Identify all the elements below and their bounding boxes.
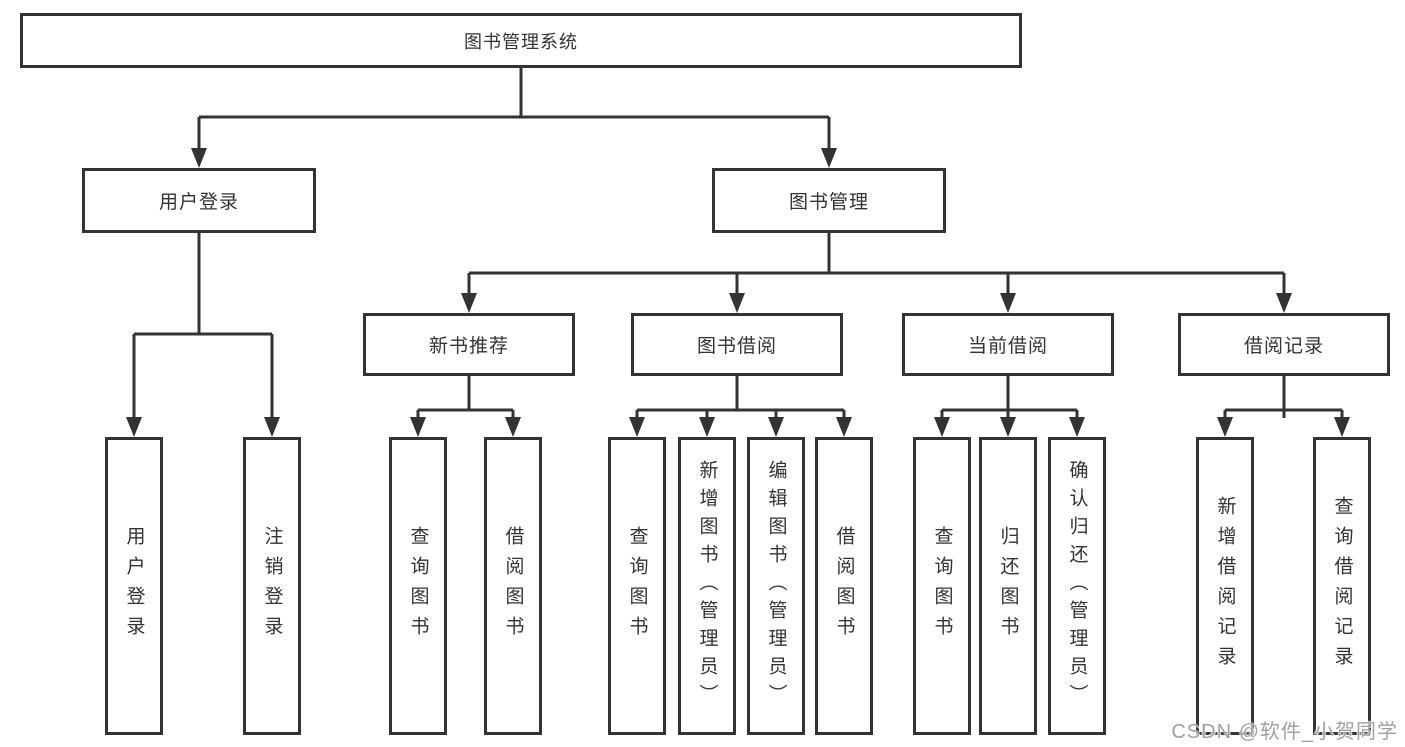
- leaf-confirm-return-admin: 确认归还（管理员）: [1048, 437, 1106, 735]
- node-book-management-label: 图书管理: [788, 192, 869, 213]
- leaf-confirm-return-admin-label: 确认归还（管理员）: [1066, 460, 1088, 712]
- watermark: CSDN @软件_小贺同学: [1171, 721, 1398, 743]
- leaf-query-books-recommend-label: 查询图书: [407, 526, 429, 646]
- node-book-borrowing: 图书借阅: [631, 313, 843, 376]
- leaf-add-borrow-record: 新增借阅记录: [1196, 437, 1254, 735]
- leaf-logout: 注销登录: [243, 437, 301, 735]
- node-borrowing-records: 借阅记录: [1178, 313, 1390, 376]
- node-user-login-label: 用户登录: [158, 192, 239, 213]
- leaf-borrow-books-recommend: 借阅图书: [484, 437, 542, 735]
- node-root-system: 图书管理系统: [20, 13, 1022, 68]
- node-new-book-recommend-label: 新书推荐: [428, 336, 509, 357]
- leaf-logout-label: 注销登录: [261, 526, 283, 646]
- node-user-login: 用户登录: [82, 168, 316, 233]
- leaf-borrow-books-borrowing: 借阅图书: [815, 437, 873, 735]
- node-new-book-recommend: 新书推荐: [363, 313, 575, 376]
- leaf-query-books-borrowing: 查询图书: [608, 437, 666, 735]
- node-current-borrowing-label: 当前借阅: [967, 336, 1048, 357]
- leaf-borrow-books-borrowing-label: 借阅图书: [833, 526, 855, 646]
- node-root-system-label: 图书管理系统: [464, 31, 578, 52]
- node-book-management: 图书管理: [712, 168, 946, 233]
- leaf-query-books-borrowing-label: 查询图书: [626, 526, 648, 646]
- leaf-return-book: 归还图书: [979, 437, 1037, 735]
- leaf-borrow-books-recommend-label: 借阅图书: [502, 526, 524, 646]
- leaf-return-book-label: 归还图书: [997, 526, 1019, 646]
- leaf-edit-book-admin: 编辑图书（管理员）: [747, 437, 805, 735]
- leaf-user-login: 用户登录: [105, 437, 163, 735]
- node-borrowing-records-label: 借阅记录: [1243, 336, 1324, 357]
- leaf-edit-book-admin-label: 编辑图书（管理员）: [765, 460, 787, 712]
- leaf-query-books-recommend: 查询图书: [389, 437, 447, 735]
- node-current-borrowing: 当前借阅: [902, 313, 1114, 376]
- leaf-query-borrow-record: 查询借阅记录: [1313, 437, 1371, 735]
- leaf-add-book-admin: 新增图书（管理员）: [678, 437, 736, 735]
- leaf-query-borrow-record-label: 查询借阅记录: [1331, 496, 1353, 676]
- node-book-borrowing-label: 图书借阅: [696, 336, 777, 357]
- leaf-query-books-current-label: 查询图书: [931, 526, 953, 646]
- leaf-user-login-label: 用户登录: [123, 526, 145, 646]
- leaf-add-borrow-record-label: 新增借阅记录: [1214, 496, 1236, 676]
- leaf-query-books-current: 查询图书: [913, 437, 971, 735]
- leaf-add-book-admin-label: 新增图书（管理员）: [696, 460, 718, 712]
